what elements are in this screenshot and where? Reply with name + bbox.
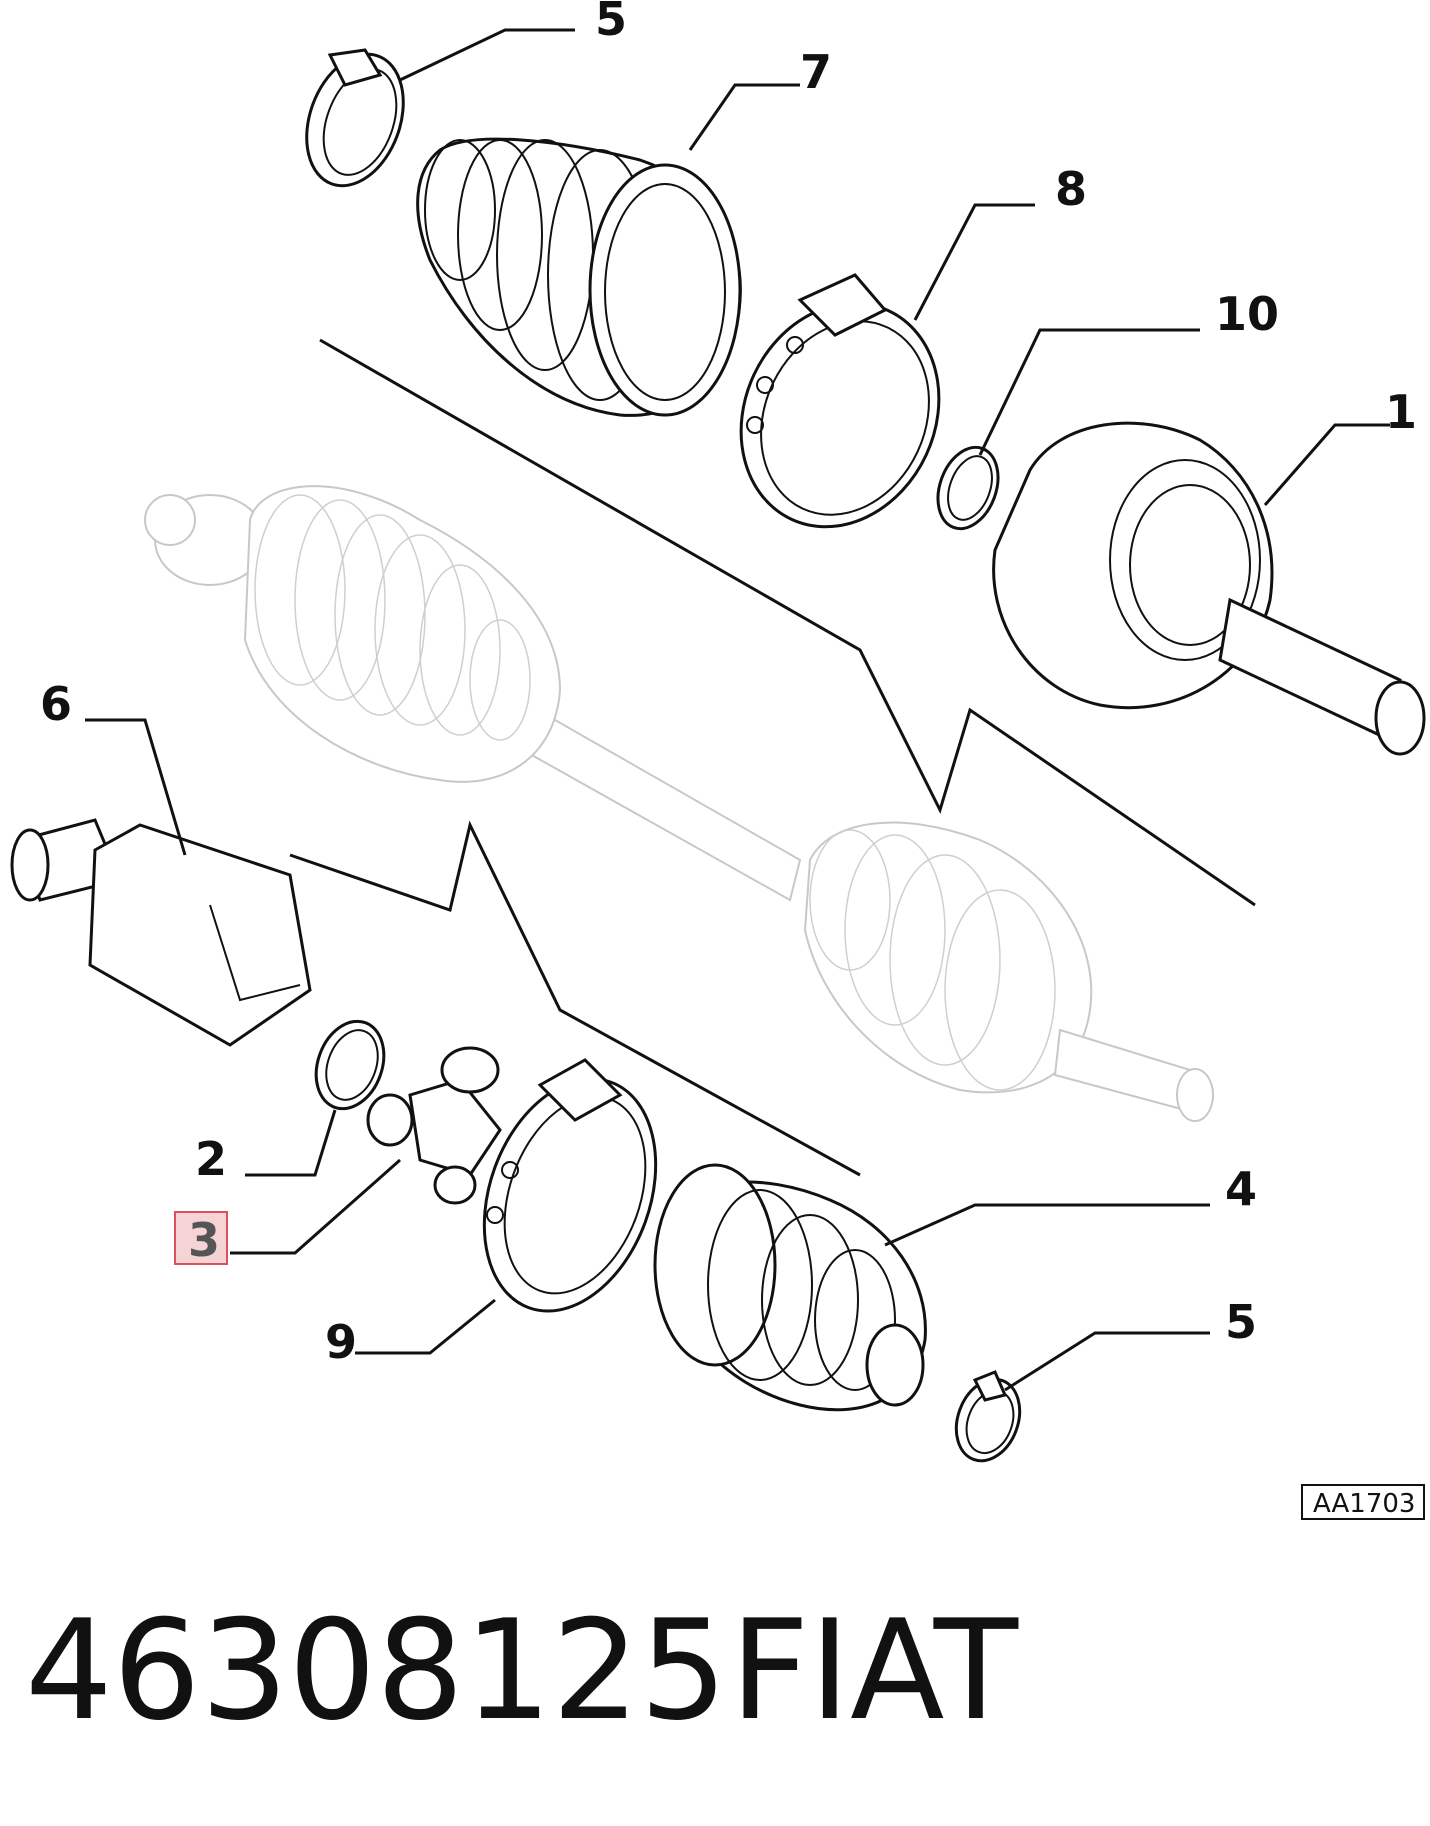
reference-code-box: AA1703 xyxy=(1301,1484,1425,1520)
section-break-lines xyxy=(289,338,1256,1177)
brand-name: FIAT xyxy=(730,1590,1019,1751)
part-5-clamp-top xyxy=(305,48,405,188)
part-number: 46308125 xyxy=(25,1590,727,1751)
part-10-circlip xyxy=(936,445,1000,531)
part-6-tulip xyxy=(10,818,312,1047)
reference-code: AA1703 xyxy=(1313,1489,1415,1519)
footer: 46308125 FIAT xyxy=(25,1590,1019,1751)
part-5-clamp-bottom xyxy=(954,1370,1022,1463)
part-4-boot xyxy=(653,1163,927,1412)
callout-labels: 5 7 8 10 1 6 2 3 9 4 5 xyxy=(40,0,1417,1369)
assembled-shaft-ghost xyxy=(144,485,1214,1122)
callout-3: 3 xyxy=(188,1213,220,1267)
callout-9: 9 xyxy=(325,1315,357,1369)
part-1-outer-joint xyxy=(992,421,1426,756)
callout-6: 6 xyxy=(40,677,72,731)
part-2-circlip xyxy=(314,1019,386,1111)
part-3-tripod xyxy=(366,1046,502,1205)
callout-8: 8 xyxy=(1055,162,1087,216)
callout-4: 4 xyxy=(1225,1162,1257,1216)
callout-1: 1 xyxy=(1385,385,1417,439)
callout-2: 2 xyxy=(195,1132,227,1186)
part-7-boot xyxy=(416,137,742,417)
part-9-clamp xyxy=(482,1058,658,1313)
part-8-clamp xyxy=(739,273,941,529)
callout-10: 10 xyxy=(1215,287,1279,341)
callout-5-bottom: 5 xyxy=(1225,1295,1257,1349)
callout-5-top: 5 xyxy=(595,0,627,46)
leader-lines xyxy=(85,28,1390,1392)
callout-7: 7 xyxy=(800,45,832,99)
callout-3-highlight xyxy=(174,1211,228,1265)
